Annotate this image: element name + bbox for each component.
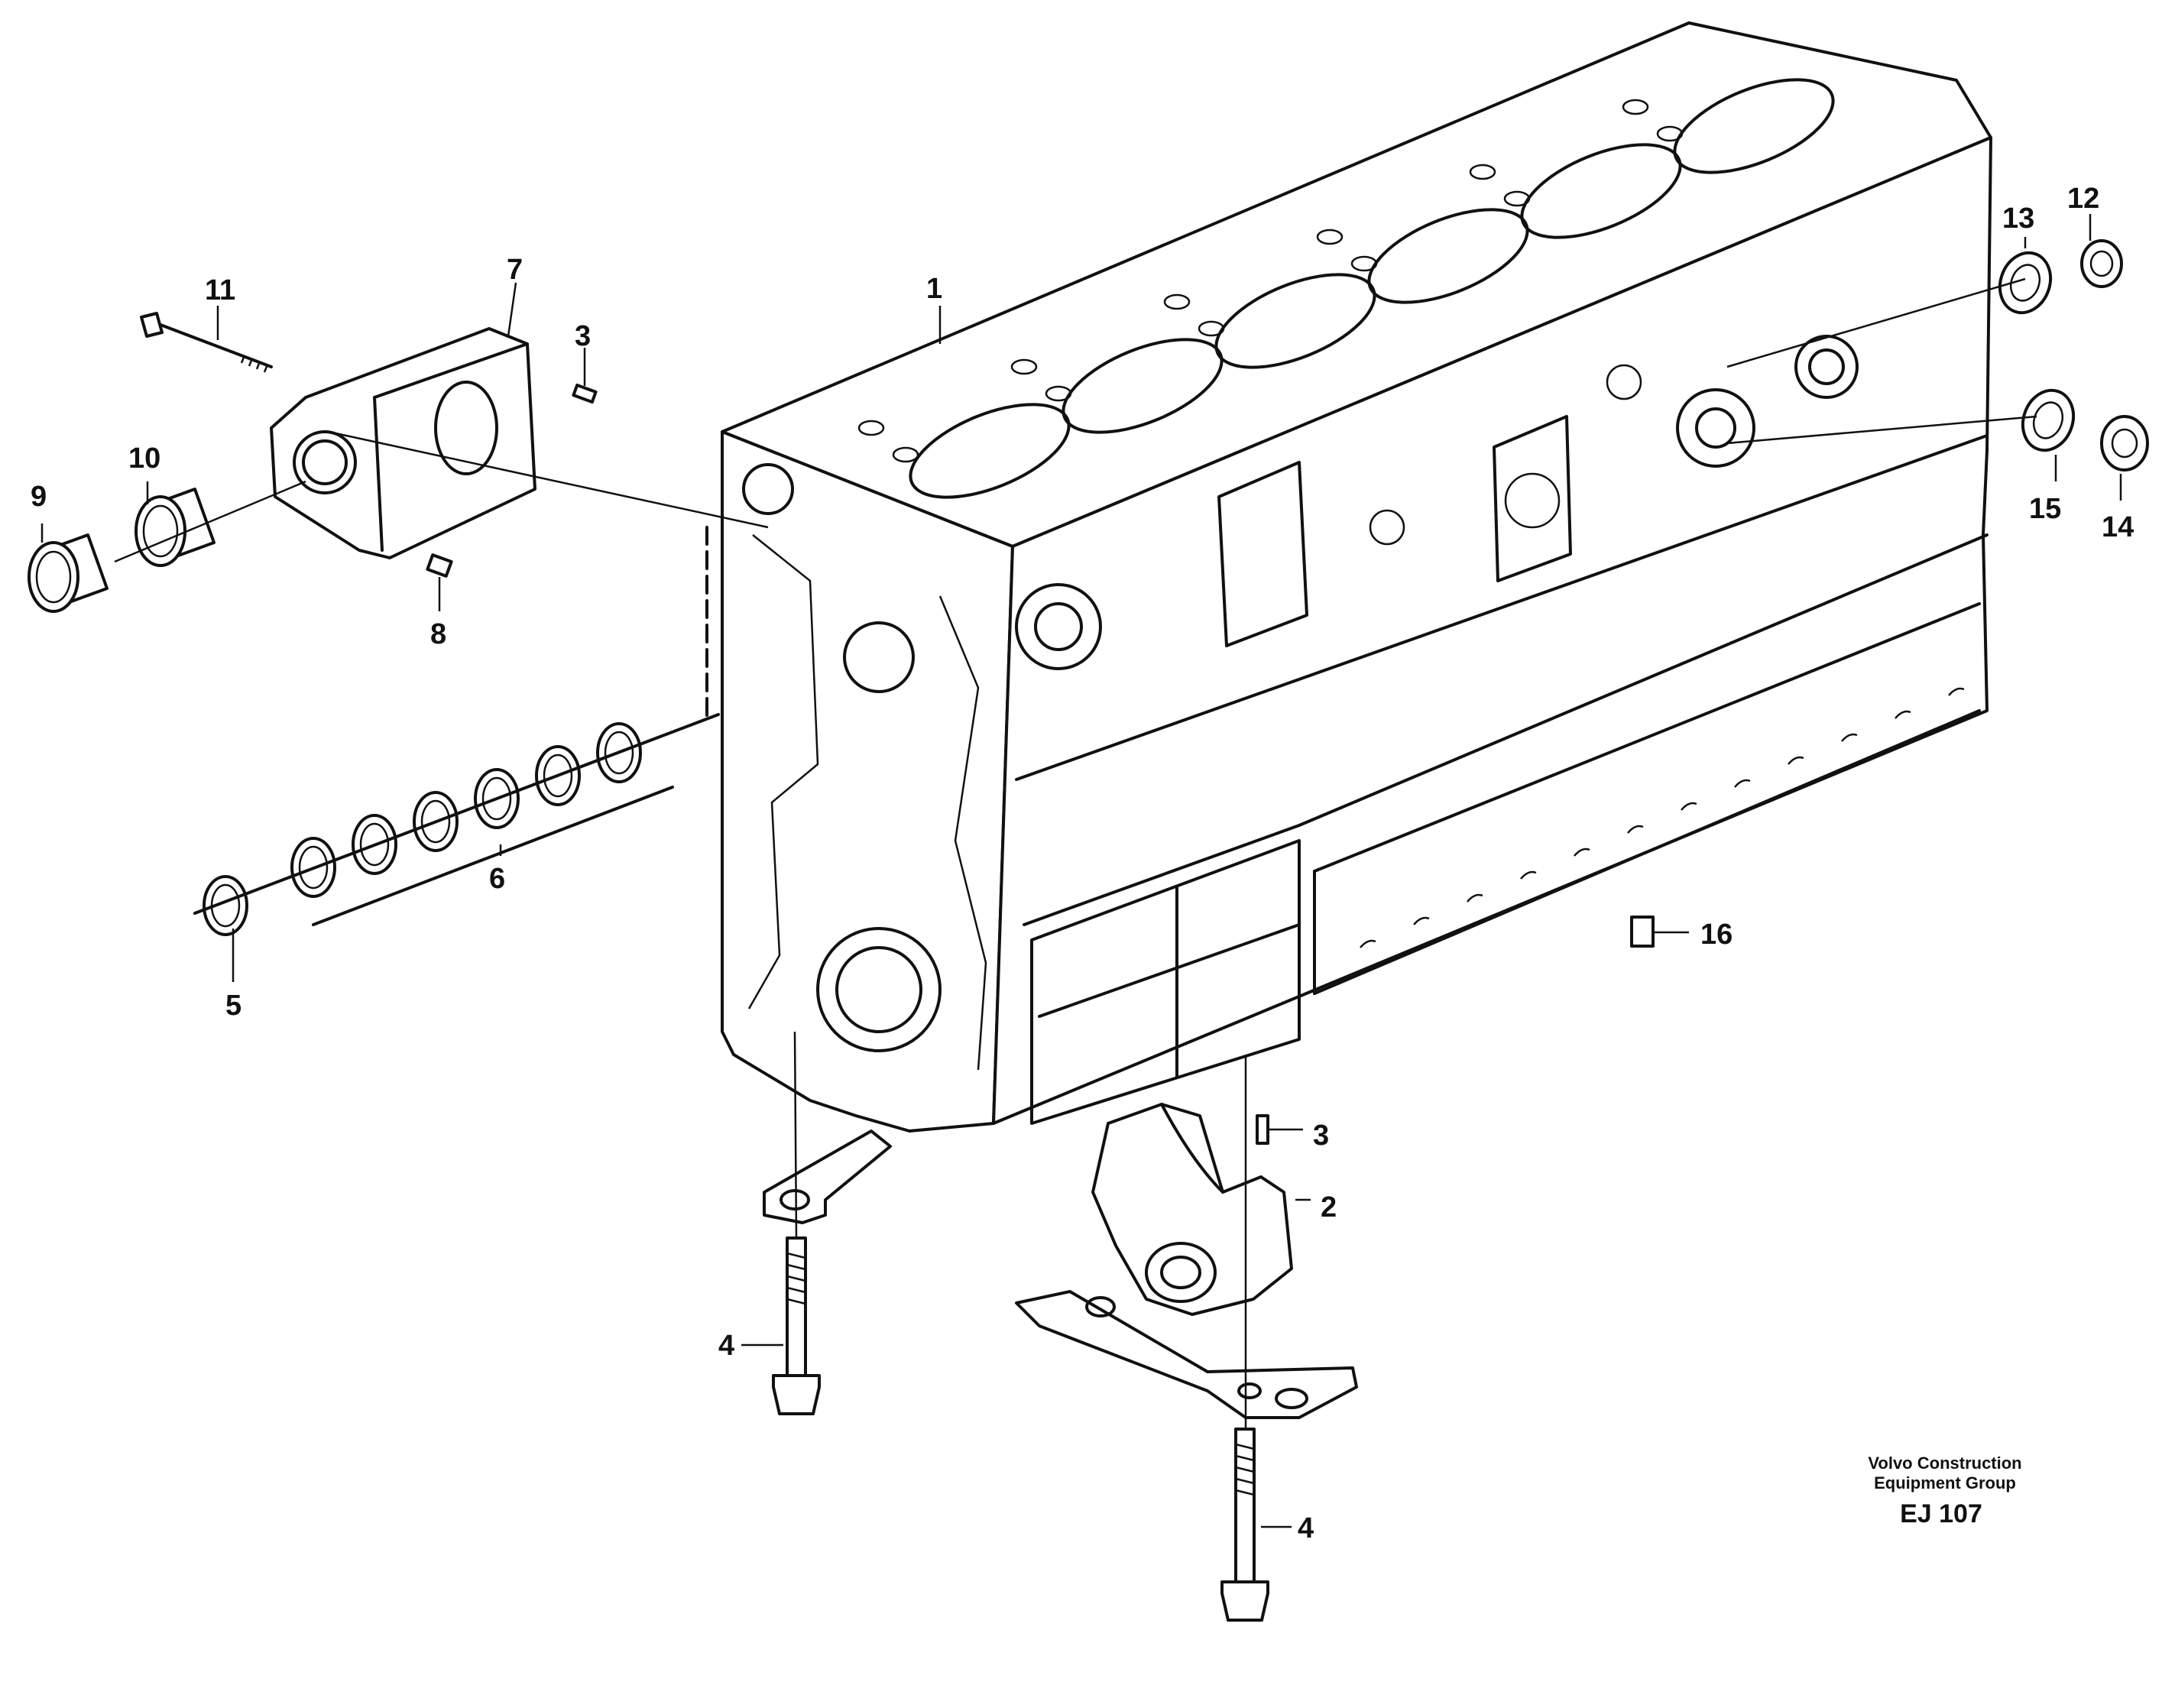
- callout-5: 5: [225, 990, 241, 1022]
- bushing-9: [28, 533, 109, 613]
- timing-housing-7: [270, 327, 536, 559]
- callout-10: 10: [128, 442, 160, 475]
- callout-2: 2: [1321, 1191, 1337, 1223]
- callout-labels: 1 2 3 3 4 4 5 6 7 8 9 10 11 12 13 14 15 …: [31, 183, 2134, 1544]
- plug-12: [2080, 239, 2123, 288]
- drawing-code: EJ 107: [1900, 1499, 1982, 1528]
- credit-line-2: Equipment Group: [1874, 1473, 2016, 1492]
- callout-15: 15: [2029, 493, 2061, 525]
- callout-4-right: 4: [1298, 1512, 1314, 1544]
- washer-13: [1998, 251, 2053, 315]
- dowel-8: [426, 553, 453, 578]
- drawing-credit: Volvo Construction Equipment Group EJ 10…: [1868, 1454, 2021, 1528]
- callout-12: 12: [2067, 183, 2099, 215]
- bolt-4-left: [772, 1236, 821, 1415]
- callout-8: 8: [430, 618, 446, 650]
- leader-lines: [41, 214, 2122, 1528]
- callout-7: 7: [507, 254, 523, 286]
- bolt-11: [140, 312, 273, 373]
- callout-14: 14: [2102, 511, 2134, 543]
- bracket-line-6: [312, 786, 674, 926]
- callout-16: 16: [1700, 919, 1733, 951]
- callout-1: 1: [926, 273, 942, 305]
- credit-line-1: Volvo Construction: [1868, 1454, 2021, 1473]
- dowel-3-lower: [1256, 1114, 1269, 1145]
- callout-3-lower: 3: [1313, 1120, 1329, 1152]
- washer-15: [2021, 388, 2076, 452]
- callout-11: 11: [205, 274, 235, 306]
- camshaft-bearing-5: [203, 875, 248, 936]
- plug-14: [2100, 415, 2149, 472]
- callout-13: 13: [2002, 203, 2034, 235]
- oil-pump-bracket-right: [1015, 1290, 1358, 1419]
- callout-4-left: 4: [718, 1330, 734, 1362]
- bushing-axis-line: [114, 480, 306, 563]
- main-bearing-cap: [1091, 1103, 1293, 1316]
- callout-6: 6: [489, 863, 505, 895]
- shaft-axis-line: [193, 713, 720, 915]
- dowel-3-top: [572, 383, 598, 404]
- bolt-4-right: [1220, 1428, 1269, 1622]
- callout-9: 9: [31, 481, 47, 513]
- engine-block: [721, 21, 1992, 1133]
- oil-pump-bracket-left: [763, 1129, 892, 1224]
- plug-16: [1630, 916, 1655, 948]
- callout-3-top: 3: [575, 320, 591, 352]
